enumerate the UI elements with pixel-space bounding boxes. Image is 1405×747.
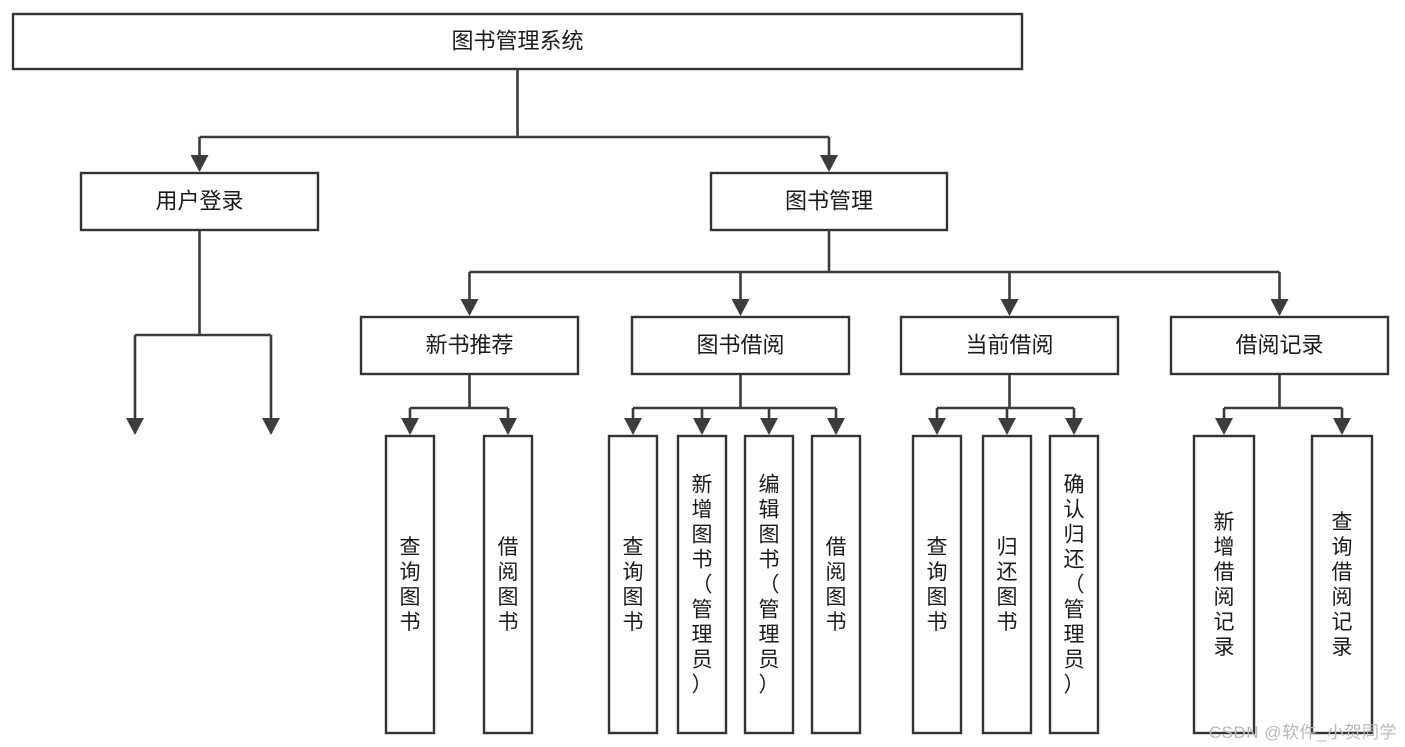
- node-box-edit-book-admin[interactable]: [743, 434, 795, 735]
- node-box-query-book-3[interactable]: [911, 434, 963, 735]
- node-add-book-admin[interactable]: 新增图书（管理员）: [676, 434, 728, 735]
- node-box-add-borrow-record[interactable]: [1192, 434, 1256, 735]
- node-edit-book-admin[interactable]: 编辑图书（管理员）: [743, 434, 795, 735]
- arrow-head-icon-query-book-3: [928, 418, 946, 435]
- node-label-undefined: 图书管理系统: [451, 28, 583, 53]
- node-label-return-book: 归还图书: [997, 536, 1018, 634]
- arrow-head-icon-confirm-return-admin: [1065, 418, 1083, 435]
- node-confirm-return-admin[interactable]: 确认归还（管理员）: [1048, 434, 1100, 735]
- node-query-borrow-record[interactable]: 查询借阅记录: [1310, 434, 1374, 735]
- node-label-edit-book-admin: 编辑图书（管理员）: [759, 474, 780, 697]
- node-box-query-borrow-record[interactable]: [1310, 434, 1374, 735]
- node-label-user-login: 用户登录: [155, 188, 243, 213]
- node-undefined[interactable]: 图书管理系统: [11, 12, 1024, 71]
- arrow-head-icon-query-borrow-record: [1333, 418, 1351, 435]
- node-label-book-manage: 图书管理: [785, 188, 873, 213]
- node-box-query-book-2[interactable]: [607, 434, 659, 735]
- node-box-return-book[interactable]: [981, 434, 1033, 735]
- node-add-borrow-record[interactable]: 新增借阅记录: [1192, 434, 1256, 735]
- node-box-borrow-record[interactable]: [1169, 315, 1390, 376]
- node-label-query-book-1: 查询图书: [400, 536, 421, 634]
- node-box-borrow-book-1[interactable]: [482, 434, 534, 735]
- arrow-head-icon-book-manage: [820, 155, 838, 172]
- node-box-book-manage[interactable]: [709, 171, 949, 232]
- node-box-book-borrow[interactable]: [630, 315, 851, 376]
- node-query-book-2[interactable]: 查询图书: [607, 434, 659, 735]
- arrow-head-icon-edit-book-admin: [760, 418, 778, 435]
- arrow-head-icon-user-logout: [262, 418, 280, 435]
- arrow-head-icon-borrow-book-1: [499, 418, 517, 435]
- arrow-head-icon-query-book-1: [401, 418, 419, 435]
- node-user-login[interactable]: 用户登录: [79, 171, 320, 232]
- arrow-head-icon-book-borrow: [731, 299, 750, 316]
- node-box-user-login[interactable]: [79, 171, 320, 232]
- node-box-query-book-1[interactable]: [384, 434, 436, 735]
- arrow-head-icon-user-login: [190, 155, 209, 172]
- arrow-head-icon-user-login-do: [126, 418, 144, 435]
- node-current-borrow[interactable]: 当前借阅: [899, 315, 1120, 376]
- arrow-head-icon-query-book-2: [624, 418, 642, 435]
- node-borrow-book-2[interactable]: 借阅图书: [810, 434, 862, 735]
- node-label-current-borrow: 当前借阅: [965, 332, 1053, 357]
- node-label-borrow-record: 借阅记录: [1235, 332, 1323, 357]
- node-label-borrow-book-2: 借阅图书: [826, 536, 847, 634]
- arrow-head-icon-borrow-record: [1270, 299, 1289, 316]
- node-query-book-1[interactable]: 查询图书: [384, 434, 436, 735]
- arrow-head-icon-add-book-admin: [693, 418, 711, 435]
- arrow-head-icon-new-book-recommend: [460, 299, 479, 316]
- node-label-add-book-admin: 新增图书（管理员）: [692, 474, 713, 697]
- node-book-borrow[interactable]: 图书借阅: [630, 315, 851, 376]
- node-label-query-book-3: 查询图书: [927, 536, 948, 634]
- node-query-book-3[interactable]: 查询图书: [911, 434, 963, 735]
- node-new-book-recommend[interactable]: 新书推荐: [359, 315, 580, 376]
- node-book-manage[interactable]: 图书管理: [709, 171, 949, 232]
- node-label-borrow-book-1: 借阅图书: [498, 536, 519, 634]
- node-label-add-borrow-record: 新增借阅记录: [1214, 511, 1235, 659]
- connectors-layer: [126, 69, 1351, 435]
- node-borrow-book-1[interactable]: 借阅图书: [482, 434, 534, 735]
- node-return-book[interactable]: 归还图书: [981, 434, 1033, 735]
- node-label-confirm-return-admin: 确认归还（管理员）: [1064, 474, 1085, 697]
- node-box-new-book-recommend[interactable]: [359, 315, 580, 376]
- node-box-confirm-return-admin[interactable]: [1048, 434, 1100, 735]
- arrow-head-icon-borrow-book-2: [827, 418, 845, 435]
- node-label-new-book-recommend: 新书推荐: [425, 332, 513, 357]
- arrow-head-icon-return-book: [998, 418, 1016, 435]
- arrow-head-icon-add-borrow-record: [1215, 418, 1233, 435]
- node-box-add-book-admin[interactable]: [676, 434, 728, 735]
- node-box-current-borrow[interactable]: [899, 315, 1120, 376]
- node-borrow-record[interactable]: 借阅记录: [1169, 315, 1390, 376]
- node-box-borrow-book-2[interactable]: [810, 434, 862, 735]
- node-label-book-borrow: 图书借阅: [696, 332, 784, 357]
- node-box-undefined[interactable]: [11, 12, 1024, 71]
- node-label-query-borrow-record: 查询借阅记录: [1332, 511, 1353, 659]
- arrow-head-icon-current-borrow: [1000, 299, 1019, 316]
- node-label-query-book-2: 查询图书: [623, 536, 644, 634]
